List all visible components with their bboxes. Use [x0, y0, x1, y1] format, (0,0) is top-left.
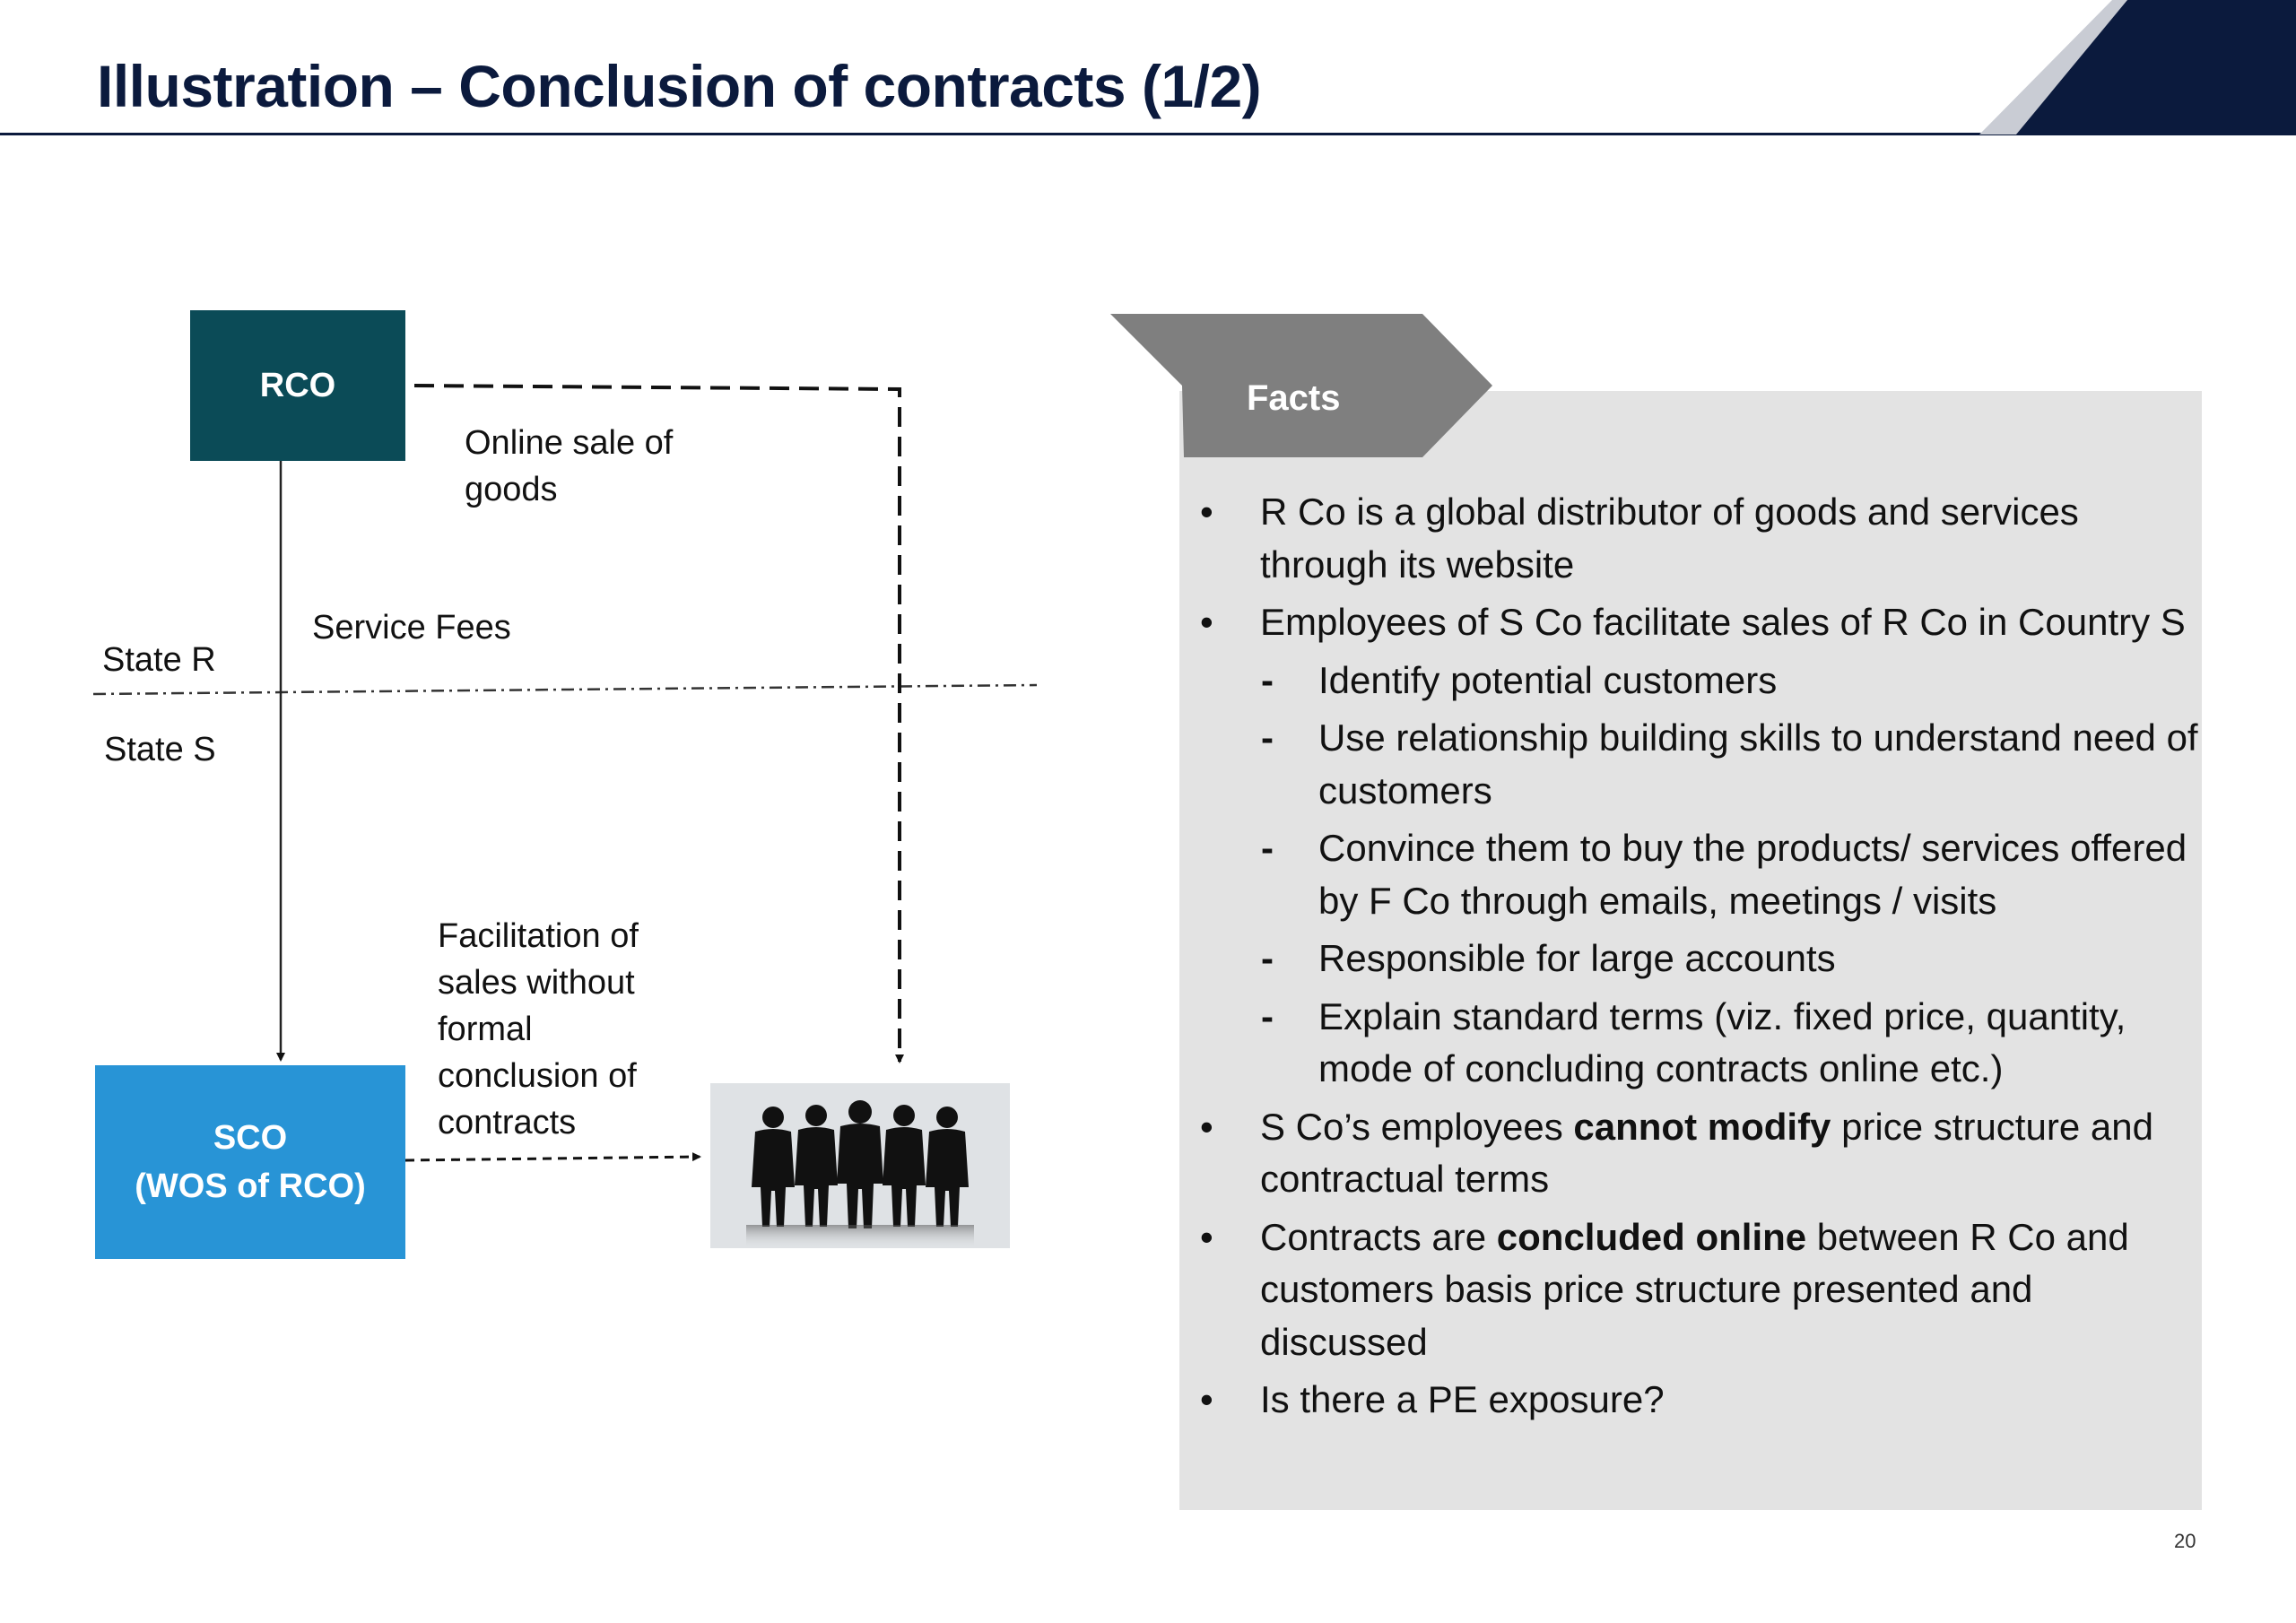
facts-text: Responsible for large accounts — [1318, 937, 1836, 979]
online-sale-arrow — [413, 384, 904, 1063]
facts-text: Identify potential customers — [1318, 658, 1778, 701]
facts-sub-item: Explain standard terms (viz. fixed price… — [1193, 991, 2202, 1096]
online-sale-label: Online sale of goods — [465, 424, 674, 508]
sco-entity-box: SCO (WOS of RCO) — [95, 1065, 405, 1259]
facts-tab-label: Facts — [1247, 378, 1341, 418]
customers-image — [710, 1083, 1010, 1248]
facts-text: Employees of S Co facilitate sales of R … — [1260, 601, 2186, 643]
rco-entity-box: RCO — [190, 310, 405, 461]
facts-tab-shape — [1110, 314, 1492, 457]
facts-text: Convince them to buy the products/ servi… — [1318, 827, 2187, 922]
facts-bullet-item: R Co is a global distributor of goods an… — [1193, 486, 2202, 591]
facilitation-arrow — [404, 1152, 701, 1162]
slide-title: Illustration – Conclusion of contracts (… — [97, 53, 1262, 119]
title-divider — [0, 133, 2296, 135]
facts-text: price structure and contractual terms — [1260, 1105, 2153, 1201]
facts-bullet-item: S Co’s employees cannot modify price str… — [1193, 1101, 2202, 1206]
page-number: 20 — [2174, 1530, 2196, 1552]
facts-emphasis-text: cannot modify — [1573, 1105, 1831, 1148]
facts-list: R Co is a global distributor of goods an… — [1193, 486, 2202, 1432]
sco-label-line2: (WOS of RCO) — [135, 1167, 366, 1205]
sco-label-line1: SCO — [213, 1119, 288, 1157]
facts-sub-item: Identify potential customers — [1193, 655, 2202, 707]
facts-bullet-item: Is there a PE exposure? — [1193, 1374, 2202, 1427]
facts-text: between R Co and customers basis price s… — [1260, 1215, 2129, 1363]
facts-text: Use relationship building skills to unde… — [1318, 716, 2198, 812]
facts-emphasis-text: concluded online — [1496, 1215, 1807, 1258]
rco-label: RCO — [259, 367, 336, 404]
corner-decoration — [1979, 0, 2296, 135]
facts-text: Is there a PE exposure? — [1260, 1378, 1665, 1420]
facts-text: Explain standard terms (viz. fixed price… — [1318, 994, 2126, 1090]
state-boundary-line — [92, 683, 1038, 696]
facts-bullet-item: Contracts are concluded online between R… — [1193, 1211, 2202, 1369]
facts-sub-item: Use relationship building skills to unde… — [1193, 712, 2202, 817]
facilitation-label: Facilitation of sales without formal con… — [438, 917, 639, 1141]
state-s-label: State S — [104, 731, 216, 768]
facts-sub-item: Convince them to buy the products/ servi… — [1193, 822, 2202, 927]
facts-bullet-item: Employees of S Co facilitate sales of R … — [1193, 596, 2202, 649]
people-silhouettes-icon — [746, 1100, 974, 1248]
facts-text: Contracts are — [1260, 1215, 1497, 1258]
facts-sub-item: Responsible for large accounts — [1193, 933, 2202, 985]
state-r-label: State R — [102, 641, 216, 679]
facts-text: R Co is a global distributor of goods an… — [1260, 490, 2079, 586]
facts-text: S Co’s employees — [1260, 1105, 1574, 1148]
service-fees-label: Service Fees — [312, 609, 511, 647]
